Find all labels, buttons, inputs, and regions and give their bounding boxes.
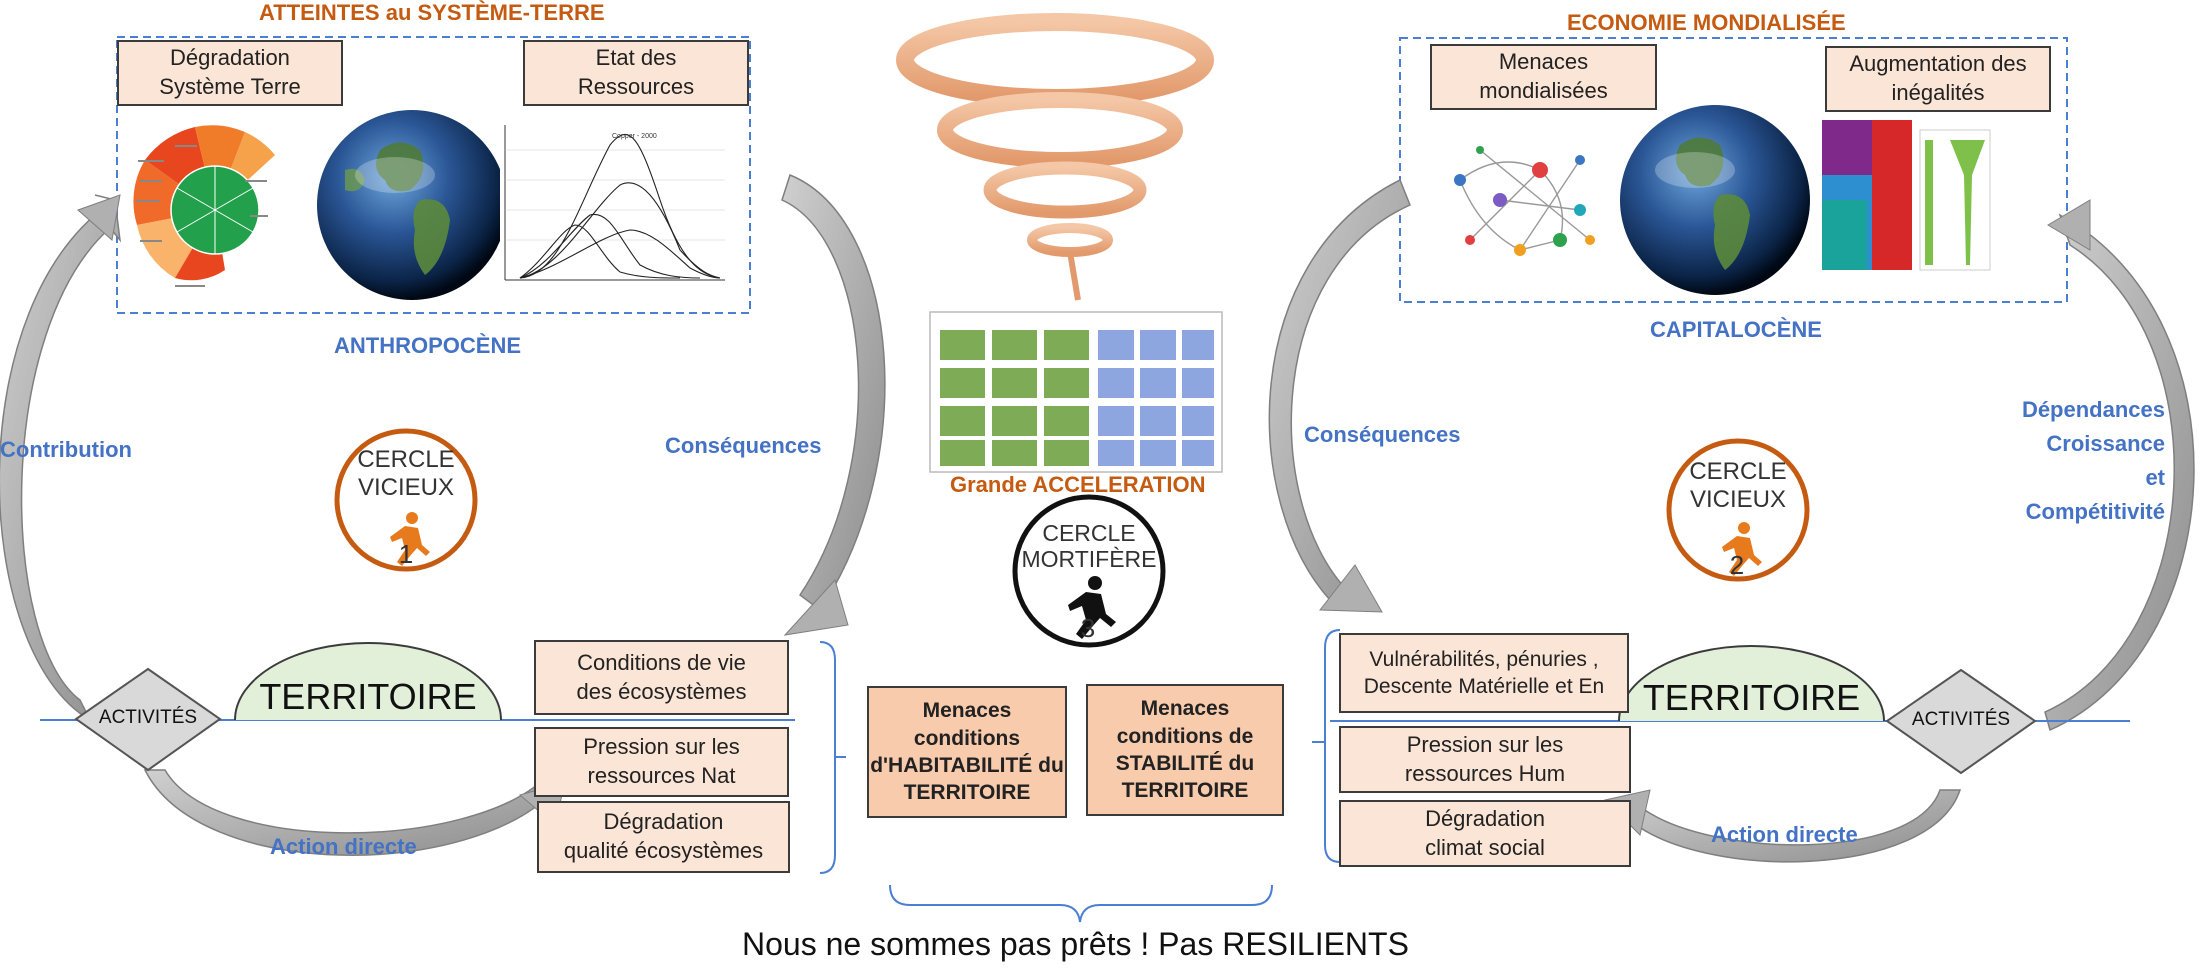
dependances-arrow xyxy=(2044,213,2195,732)
left-bracket xyxy=(819,641,836,874)
box-menaces-stabilite: Menaces conditions de STABILITÉ du TERRI… xyxy=(1086,684,1284,816)
runner-icon xyxy=(390,512,430,566)
consequences-arrow-left xyxy=(781,173,886,612)
footer-message: Nous ne sommes pas prêts ! Pas RESILIENT… xyxy=(742,926,1409,962)
resource-peak-chart: Copper - 2000 xyxy=(500,115,730,285)
network-graph xyxy=(1440,110,1610,300)
activites-right-label: ACTIVITÉS xyxy=(1911,709,2011,730)
box-pression-hum: Pression sur les ressources Hum xyxy=(1339,726,1631,793)
planetary-boundaries-chart xyxy=(133,125,275,287)
action-directe-right: Action directe xyxy=(1711,822,1858,847)
runner-icon xyxy=(1068,576,1116,639)
grande-acceleration-label: Grande ACCELERATION xyxy=(950,472,1206,497)
cercle-vicieux-right xyxy=(1666,438,1810,582)
activites-left-label: ACTIVITÉS xyxy=(98,707,198,728)
bottom-brace xyxy=(889,884,1273,923)
right-dashed-frame xyxy=(1399,37,2068,303)
anthropocene-label: ANTHROPOCÈNE xyxy=(334,333,522,358)
territoire-right-label: TERRITOIRE xyxy=(1642,677,1861,718)
cercle-vicieux-left xyxy=(334,428,478,572)
box-augmentation-inegalites: Augmentation des inégalités xyxy=(1825,46,2051,112)
box-etat-ressources: Etat des Ressources xyxy=(523,40,749,106)
inequality-chart xyxy=(1822,120,1991,271)
box-degradation-climat: Dégradation climat social xyxy=(1339,800,1631,867)
box-degradation-qualite: Dégradation qualité écosystèmes xyxy=(537,801,790,873)
capitalocene-label: CAPITALOCÈNE xyxy=(1650,317,1822,342)
acceleration-grid xyxy=(929,311,1223,473)
consequences-label-right: Conséquences xyxy=(1304,422,1461,447)
box-menaces-mondialisees: Menaces mondialisées xyxy=(1430,44,1657,110)
box-conditions-vie: Conditions de vie des écosystèmes xyxy=(534,640,789,715)
right-section-title: ECONOMIE MONDIALISÉE xyxy=(1567,10,1846,35)
runner-icon xyxy=(1722,522,1762,576)
cercle-number-3: 3 xyxy=(1080,613,1096,643)
consequences-arrow-right xyxy=(1268,178,1411,602)
box-menaces-habitabilite: Menaces conditions d'HABITABILITÉ du TER… xyxy=(867,686,1067,818)
cercle-mortifere xyxy=(1012,494,1166,648)
left-dashed-frame xyxy=(116,36,751,314)
box-degradation-systeme: Dégradation Système Terre xyxy=(117,40,343,106)
dependances-label: Dépendances Croissance et Compétitivité xyxy=(2021,397,2165,524)
contribution-arrow xyxy=(0,194,122,722)
action-directe-left: Action directe xyxy=(270,834,417,859)
left-section-title: ATTEINTES au SYSTÈME-TERRE xyxy=(259,0,605,25)
right-bracket xyxy=(1324,629,1341,863)
box-pression-nat: Pression sur les ressources Nat xyxy=(534,727,789,797)
spiral-icon xyxy=(896,13,1214,301)
cercle-number-2: 2 xyxy=(1729,550,1745,580)
cercle-number-1: 1 xyxy=(398,539,414,569)
consequences-label-left: Conséquences xyxy=(665,433,822,458)
contribution-label: Contribution xyxy=(0,437,132,462)
globe-icon xyxy=(317,110,507,300)
chart-label-copper: Copper - 2000 xyxy=(612,133,657,140)
activites-diamond-left xyxy=(74,667,222,772)
territoire-left-label: TERRITOIRE xyxy=(259,676,477,717)
box-vulnerabilites: Vulnérabilités, pénuries , Descente Maté… xyxy=(1339,633,1629,713)
activites-diamond-right xyxy=(1885,668,2037,775)
globe-icon xyxy=(1620,105,1810,295)
